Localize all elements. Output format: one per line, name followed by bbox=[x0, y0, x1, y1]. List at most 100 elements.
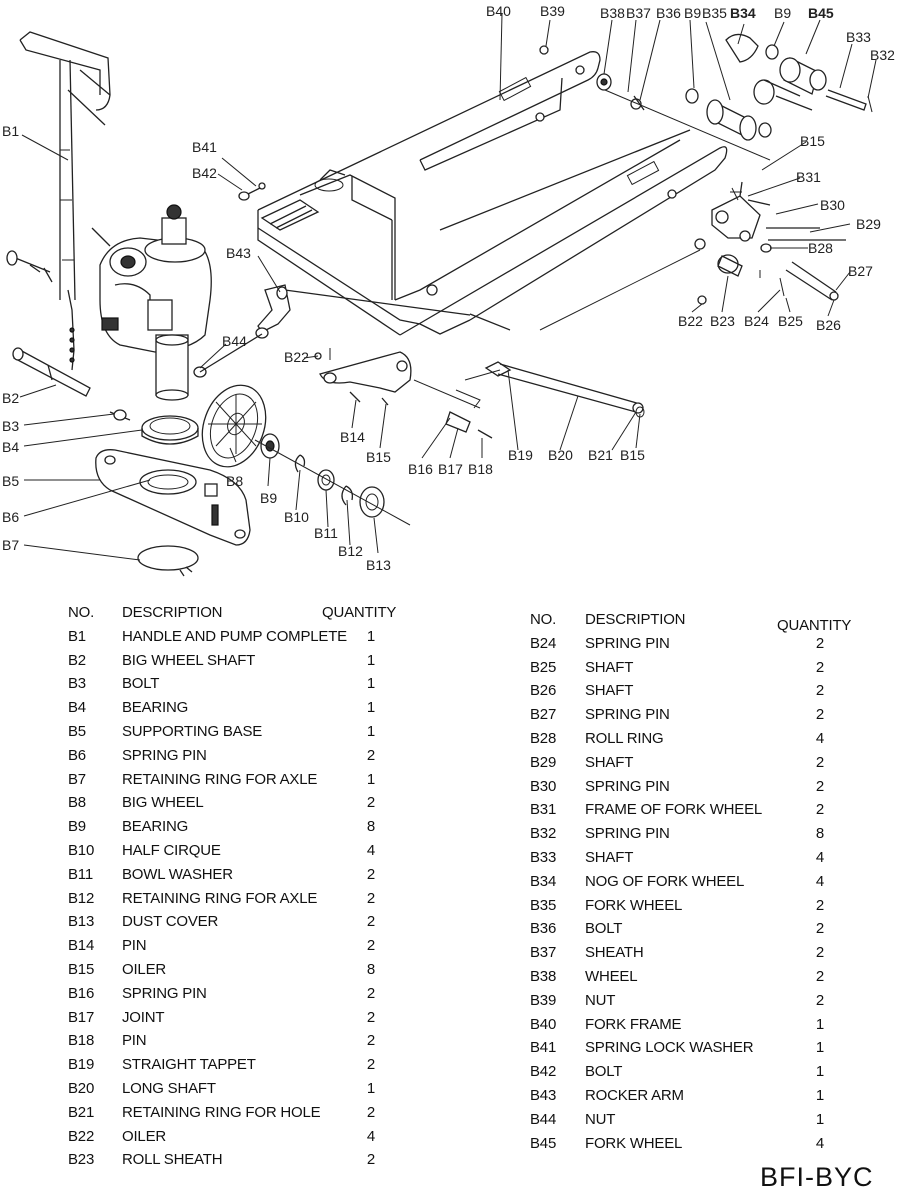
part-number: B33 bbox=[530, 848, 557, 866]
label-b22: B22 bbox=[678, 313, 703, 329]
label-b27: B27 bbox=[848, 263, 873, 279]
label-b5: B5 bbox=[2, 473, 19, 489]
part-number: B39 bbox=[530, 991, 557, 1009]
part-description: RETAINING RING FOR HOLE bbox=[122, 1103, 321, 1121]
part-quantity: 2 bbox=[366, 984, 376, 1002]
long-shaft bbox=[464, 249, 701, 418]
part-quantity: 1 bbox=[815, 1110, 825, 1128]
part-quantity: 8 bbox=[366, 818, 376, 836]
fork-frame bbox=[257, 51, 728, 336]
part-quantity: 1 bbox=[815, 1086, 825, 1104]
lever-linkage bbox=[319, 348, 493, 439]
label-b15: B15 bbox=[366, 449, 391, 465]
label-b14: B14 bbox=[340, 429, 365, 445]
part-quantity: 2 bbox=[366, 1056, 376, 1074]
label-b23: B23 bbox=[710, 313, 735, 329]
part-number: B2 bbox=[68, 651, 86, 669]
part-quantity: 1 bbox=[366, 699, 376, 717]
part-description: BIG WHEEL bbox=[122, 794, 204, 812]
part-number: B17 bbox=[68, 1008, 95, 1026]
label-b25: B25 bbox=[778, 313, 803, 329]
part-number: B13 bbox=[68, 913, 95, 931]
part-number: B4 bbox=[68, 699, 86, 717]
label-b6: B6 bbox=[2, 509, 19, 525]
part-quantity: 2 bbox=[815, 753, 825, 771]
label-b36: B36 bbox=[656, 5, 681, 21]
label-b10: B10 bbox=[284, 509, 309, 525]
part-number: B5 bbox=[68, 722, 86, 740]
label-b20: B20 bbox=[548, 447, 573, 463]
part-quantity: 2 bbox=[366, 913, 376, 931]
part-quantity: 2 bbox=[366, 865, 376, 883]
label-b37: B37 bbox=[626, 5, 651, 21]
label-b31: B31 bbox=[796, 169, 821, 185]
part-description: ROLL RING bbox=[585, 729, 664, 747]
part-number: B25 bbox=[530, 658, 557, 676]
label-b21: B21 bbox=[588, 447, 613, 463]
part-description: RETAINING RING FOR AXLE bbox=[122, 889, 318, 907]
part-quantity: 1 bbox=[366, 722, 376, 740]
part-description: SHAFT bbox=[585, 848, 634, 866]
part-quantity: 1 bbox=[366, 770, 376, 788]
label-b43: B43 bbox=[226, 245, 251, 261]
retaining-ring-b7 bbox=[137, 545, 199, 577]
part-description: STRAIGHT TAPPET bbox=[122, 1056, 256, 1074]
part-quantity: 4 bbox=[815, 848, 825, 866]
part-quantity: 1 bbox=[366, 1079, 376, 1097]
part-quantity: 1 bbox=[366, 651, 376, 669]
part-description: LONG SHAFT bbox=[122, 1079, 216, 1097]
part-number: B11 bbox=[68, 865, 93, 883]
part-description: FRAME OF FORK WHEEL bbox=[585, 801, 763, 819]
part-description: SPRING PIN bbox=[585, 825, 670, 843]
part-description: ROLL SHEATH bbox=[122, 1151, 223, 1169]
part-quantity: 4 bbox=[815, 1134, 825, 1152]
part-number: B29 bbox=[530, 753, 557, 771]
label-b35: B35 bbox=[702, 5, 727, 21]
part-description: SHAFT bbox=[585, 682, 634, 700]
part-number: B19 bbox=[68, 1056, 95, 1074]
part-quantity: 2 bbox=[366, 794, 376, 812]
label-b41: B41 bbox=[192, 139, 217, 155]
part-quantity: 2 bbox=[366, 1103, 376, 1121]
part-number: B1 bbox=[68, 627, 86, 645]
label-b17: B17 bbox=[438, 461, 463, 477]
label-b45: B45 bbox=[808, 5, 834, 21]
part-number: B8 bbox=[68, 794, 86, 812]
part-number: B34 bbox=[530, 872, 557, 890]
label-b19: B19 bbox=[508, 447, 533, 463]
part-number: B41 bbox=[530, 1039, 557, 1057]
part-number: B24 bbox=[530, 634, 557, 652]
part-description: FORK WHEEL bbox=[585, 1134, 683, 1152]
header-description: DESCRIPTION bbox=[585, 611, 686, 628]
part-quantity: 2 bbox=[366, 746, 376, 764]
part-number: B20 bbox=[68, 1079, 95, 1097]
part-number: B23 bbox=[68, 1151, 95, 1169]
part-quantity: 2 bbox=[815, 682, 825, 700]
part-description: NUT bbox=[585, 1110, 616, 1128]
part-description: BOLT bbox=[585, 920, 623, 938]
part-number: B9 bbox=[68, 818, 86, 836]
label-b34: B34 bbox=[730, 5, 756, 21]
label-b12: B12 bbox=[338, 543, 363, 559]
label-b30: B30 bbox=[820, 197, 845, 213]
label-b38: B38 bbox=[600, 5, 625, 21]
part-quantity: 2 bbox=[366, 889, 376, 907]
label-b22b: B22 bbox=[284, 349, 309, 365]
part-quantity: 1 bbox=[366, 627, 376, 645]
part-number: B43 bbox=[530, 1086, 557, 1104]
part-description: DUST COVER bbox=[122, 913, 219, 931]
part-number: B22 bbox=[68, 1127, 95, 1145]
part-description: FORK WHEEL bbox=[585, 896, 683, 914]
label-b4: B4 bbox=[2, 439, 19, 455]
part-quantity: 4 bbox=[366, 1127, 376, 1145]
part-description: SPRING PIN bbox=[585, 634, 670, 652]
part-quantity: 2 bbox=[815, 801, 825, 819]
part-description: RETAINING RING FOR AXLE bbox=[122, 770, 318, 788]
part-description: OILER bbox=[122, 960, 167, 978]
label-b1: B1 bbox=[2, 123, 19, 139]
pump-body bbox=[91, 204, 212, 401]
part-quantity: 8 bbox=[366, 960, 376, 978]
part-description: PIN bbox=[122, 937, 147, 955]
part-quantity: 2 bbox=[815, 896, 825, 914]
part-number: B31 bbox=[530, 801, 557, 819]
